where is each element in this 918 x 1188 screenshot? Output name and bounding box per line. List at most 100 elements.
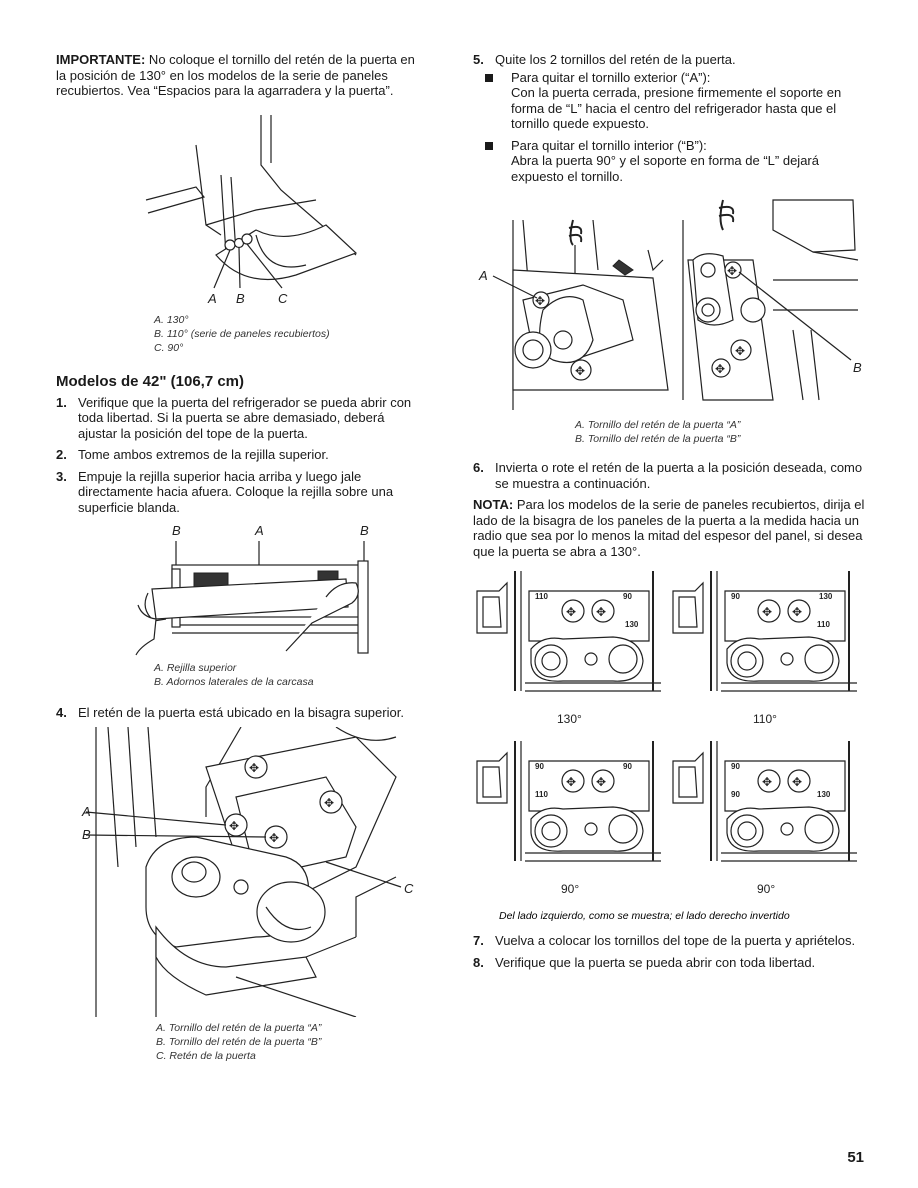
step-4: 4. El retén de la puerta está ubicado en …	[56, 705, 418, 721]
screw-b-right-view: ✥	[724, 261, 742, 279]
step-3-text: Empuje la rejilla superior hacia arriba …	[78, 468, 394, 515]
fig2-label-b-right: B	[360, 523, 369, 538]
step-4-num: 4.	[56, 705, 67, 720]
closed-door-view: ✥ ✥ A	[478, 219, 669, 410]
screw-glyph: ✥	[762, 775, 772, 789]
step-2-text: Tome ambos extremos de la rejilla superi…	[78, 447, 329, 462]
nota-label: NOTA:	[473, 497, 514, 512]
stop-plate	[724, 760, 846, 812]
hinge-cup	[256, 880, 326, 943]
bullet-1-line1: Para quitar el tornillo exterior (“A”):	[511, 69, 711, 85]
angle-stamp: 130	[625, 620, 639, 629]
stop-screw-head	[804, 814, 834, 844]
fig3-caption-b: B. Tornillo del retén de la puerta “B”	[156, 1035, 322, 1048]
remove-screws-figure: ✥ ✥ A ✥ ✥ ✥	[478, 199, 862, 410]
step-1-num: 1.	[56, 394, 67, 410]
step-4-text: El retén de la puerta está ubicado en la…	[78, 705, 404, 720]
screw	[787, 769, 811, 793]
screw-a-glyph: ✥	[229, 819, 239, 833]
fig3-label-b: B	[82, 827, 91, 842]
fig4-label-b: B	[853, 360, 862, 375]
screw-c-glyph: ✥	[735, 344, 745, 358]
fig2-label-a: A	[254, 523, 264, 538]
fig2-caption-b: B. Adornos laterales de la carcasa	[154, 676, 314, 688]
fig3-caption-c: C. Retén de la puerta	[156, 1049, 256, 1062]
angle-label-90-b: 90°	[757, 882, 775, 896]
angle-stamp: 90	[623, 592, 632, 601]
angle-label-110: 110°	[753, 712, 777, 726]
open-door-view: ✥ ✥ ✥ B	[682, 199, 862, 401]
screw	[757, 769, 781, 793]
fig1-caption-b: B. 110° (serie de paneles recubiertos)	[154, 327, 330, 340]
step-1-text: Verifique que la puerta del refrigerador…	[78, 394, 412, 441]
screw-top-left-glyph: ✥	[249, 761, 259, 775]
screw-glyph: ✥	[596, 775, 606, 789]
screw-d-glyph: ✥	[715, 362, 725, 376]
stop-screw-head	[804, 644, 834, 674]
step-8: 8.Verifique que la puerta se pueda abrir…	[473, 955, 865, 971]
fig1-caption-c: C. 90°	[154, 341, 184, 354]
stop-plate	[528, 760, 650, 812]
bullet-2-marker	[485, 141, 493, 150]
right-column: 5. Quite los 2 tornillos del retén de la …	[473, 52, 865, 976]
screw-b: ✥	[264, 824, 288, 849]
door-profile	[476, 751, 508, 804]
angle-label-130: 130°	[557, 712, 582, 726]
fig3-caption-a: A. Tornillo del retén de la puerta “A”	[156, 1021, 322, 1034]
importante-note: IMPORTANTE: No coloque el tornillo del r…	[56, 52, 418, 99]
door-stop-positions-figure: A B C	[145, 114, 358, 306]
screw-a-left-view: ✥	[532, 291, 550, 309]
screw	[561, 769, 585, 793]
step-3: 3. Empuje la rejilla superior hacia arrib…	[56, 469, 418, 516]
hinge-closeup-figure: ✥ ✥ ✥ ✥ A B C	[81, 726, 414, 1017]
stop-screw-head	[608, 644, 638, 674]
angle-stamp: 110	[817, 620, 830, 629]
stop-screw-head	[608, 814, 638, 844]
angle-stamp: 90	[623, 762, 632, 771]
screw-top-right: ✥	[319, 789, 343, 814]
step-5: 5. Quite los 2 tornillos del retén de la …	[473, 52, 865, 68]
fig2-caption-a: A. Rejilla superior	[154, 662, 237, 674]
fig2-caption: A. Rejilla superior B. Adornos laterales…	[154, 661, 418, 689]
angle-label-90-a: 90°	[561, 882, 579, 896]
step-8-text: Verifique que la puerta se pueda abrir c…	[495, 954, 816, 970]
angle-stamp: 130	[817, 790, 831, 799]
fig1-label-b: B	[236, 291, 245, 306]
fig3-label-c: C	[404, 881, 414, 896]
bullet-2-line2: Abra la puerta 90° y el soporte en forma…	[511, 153, 819, 184]
fig1-label-c: C	[278, 291, 288, 306]
side-trim-right	[357, 560, 369, 654]
angle-stamp: 90	[731, 790, 740, 799]
screw	[591, 769, 615, 793]
step-6-num: 6.	[473, 460, 484, 475]
importante-text: No coloque el tornillo del retén de la p…	[56, 52, 415, 98]
steps-list-end: 7.Vuelva a colocar los tornillos del top…	[473, 933, 865, 970]
screw-glyph: ✥	[762, 605, 772, 619]
stop-hole-a	[224, 238, 236, 251]
stop-plate	[528, 590, 650, 642]
fig4-caption-b: B. Tornillo del retén de la puerta “B”	[575, 433, 741, 445]
fig4-label-a: A	[478, 268, 488, 283]
bullet-1: Para quitar el tornillo exterior (“A”): …	[479, 70, 865, 132]
screw-a-left-glyph: ✥	[535, 294, 545, 308]
step-3-num: 3.	[56, 468, 67, 484]
step-7: 7.Vuelva a colocar los tornillos del top…	[473, 933, 865, 949]
screw-glyph: ✥	[566, 775, 576, 789]
fig1-label-a: A	[207, 291, 217, 306]
step-5-text: Quite los 2 tornillos del retén de la pu…	[495, 52, 736, 67]
step-5-num: 5.	[473, 52, 484, 67]
fig4-caption-a: A. Tornillo del retén de la puerta “A”	[575, 419, 741, 431]
angle-stamp: 110	[535, 790, 548, 799]
bullet-1-marker	[485, 73, 493, 82]
fig3-label-a: A	[81, 804, 91, 819]
screw-lower-glyph: ✥	[575, 364, 585, 378]
step-2: 2.Tome ambos extremos de la rejilla supe…	[56, 447, 418, 463]
screw-b-glyph-right: ✥	[727, 264, 737, 278]
screw	[757, 599, 781, 623]
fig3-caption: A. Tornillo del retén de la puerta “A” B…	[156, 1021, 418, 1063]
